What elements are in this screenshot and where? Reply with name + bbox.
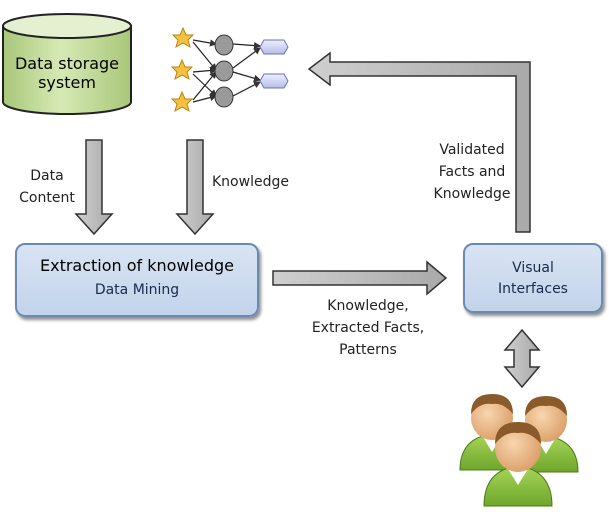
visual-interfaces-box: Visual Interfaces [463,243,603,313]
visual-label-line1: Visual [512,260,554,276]
storage-label: Data storage system [3,54,131,92]
users-icon [459,394,579,507]
knowledge-label: Knowledge [212,174,289,190]
extraction-subtitle: Data Mining [94,282,180,298]
data-content-label: Data Content [19,168,75,206]
extraction-title: Extraction of knowledge [40,256,234,275]
user-interaction-arrow [503,328,541,389]
knowledge-arrow [175,139,215,236]
visual-interfaces-label: Visual Interfaces [465,258,601,300]
extracted-facts-arrow [272,260,448,296]
extracted-facts-label: Knowledge, Extracted Facts, Patterns [311,298,425,358]
database-icon [2,13,132,115]
user-front-icon [483,422,553,507]
data-content-arrow [74,139,114,236]
visual-label-line2: Interfaces [498,281,568,297]
knowledge-graph-icon [170,26,289,113]
extraction-box: Extraction of knowledge Data Mining [15,243,259,317]
validated-feedback-arrow [307,51,531,233]
validated-facts-label: Validated Facts and Knowledge [433,142,511,202]
storage-label-line1: Data storage [14,54,120,73]
storage-label-line2: system [38,73,96,92]
